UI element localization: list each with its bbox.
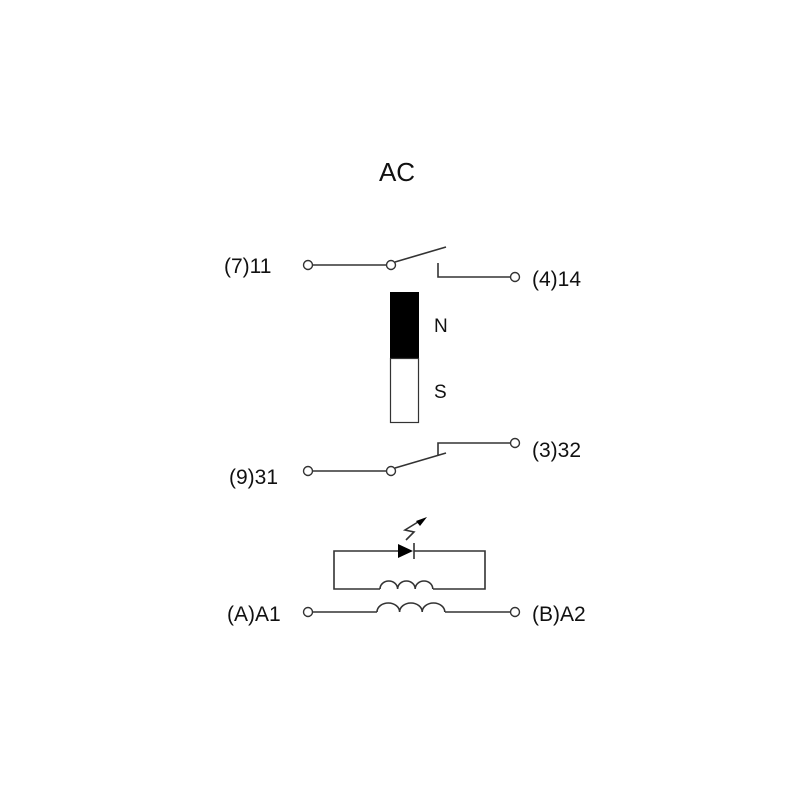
switch-pivot-bottom xyxy=(385,465,397,477)
terminal-14 xyxy=(509,271,521,283)
diagram-title: AC xyxy=(379,157,415,187)
relay-coil: (A)A1 (B)A2 xyxy=(227,602,586,626)
led-indicator-loop xyxy=(333,517,486,590)
terminal-31 xyxy=(302,465,314,477)
label-11: (7)11 xyxy=(224,255,271,278)
label-a2: (B)A2 xyxy=(532,603,586,626)
label-31: (9)31 xyxy=(229,466,278,489)
terminal-a1 xyxy=(302,606,314,618)
terminal-32 xyxy=(509,437,521,449)
inner-coil-icon xyxy=(379,580,434,590)
switch-blade-top xyxy=(394,246,447,263)
magnet-south-pole xyxy=(389,357,420,424)
switch-pivot-top xyxy=(385,259,397,271)
led-icon xyxy=(398,544,413,558)
terminal-a2 xyxy=(509,606,521,618)
coil-icon xyxy=(376,602,446,613)
contact-31-32: (9)31 (3)32 xyxy=(229,437,581,489)
contact-11-14: (7)11 (4)14 xyxy=(224,246,581,291)
magnet-north-pole xyxy=(390,292,419,359)
permanent-magnet: N S xyxy=(389,292,448,424)
light-emission-arrow-icon xyxy=(416,517,427,526)
label-14: (4)14 xyxy=(532,268,581,291)
label-32: (3)32 xyxy=(532,439,581,462)
label-south: S xyxy=(434,382,447,403)
terminal-11 xyxy=(302,259,314,271)
label-north: N xyxy=(434,316,448,337)
label-a1: (A)A1 xyxy=(227,603,281,626)
